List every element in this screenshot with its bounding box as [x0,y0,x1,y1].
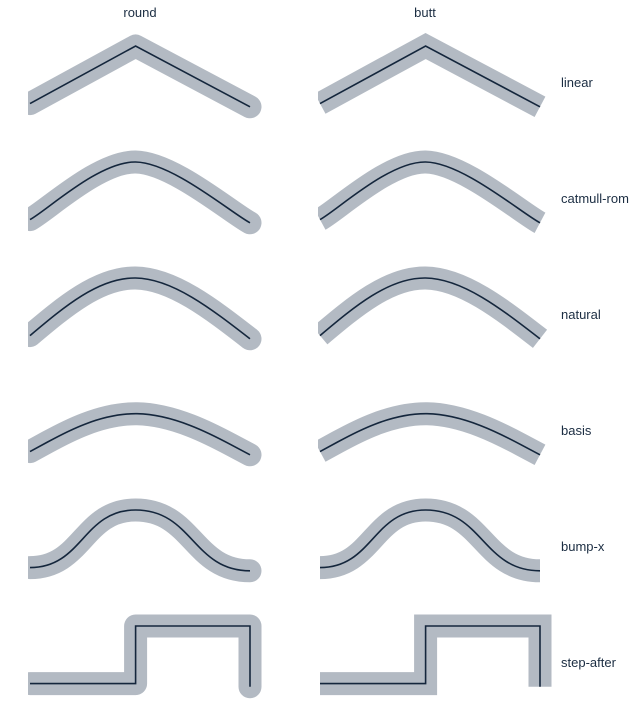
row-label-step-after: step-after [561,654,616,670]
column-label-butt: butt [414,5,436,20]
curve-row-linear: linear [0,24,640,140]
center-line-stroke [319,277,541,340]
curve-plot-natural-round [28,266,262,351]
column-label-round: round [123,5,157,20]
curve-cell-natural-butt [300,256,560,372]
curve-grid: linear catmull-rom natural basis bump-x step-… [0,24,640,720]
row-label-basis: basis [561,422,592,438]
column-header-spacer [560,5,640,24]
curve-cell-bump-x-butt [300,488,560,604]
center-line-stroke [29,509,251,572]
column-header-butt: butt [300,5,560,24]
column-header-round: round [0,5,300,24]
row-label-linear: linear [561,74,593,90]
center-line-stroke [29,412,251,456]
curve-row-bump-x: bump-x [0,488,640,604]
center-line-stroke [319,412,541,456]
row-label-bump-x: bump-x [561,538,605,554]
band-stroke [320,614,552,696]
curve-plot-catmull-rom-butt [318,150,546,233]
curve-plot-bump-x-round [28,498,262,583]
row-label-natural: natural [561,306,601,322]
curve-plot-step-after-butt [320,614,552,696]
band-stroke [28,150,262,235]
center-line-stroke [29,45,251,108]
curve-plot-linear-round [28,34,262,119]
curve-row-step-after: step-after [0,604,640,720]
curve-plot-natural-butt [318,266,548,348]
band-stroke [318,150,546,233]
curve-cell-basis-round [0,372,300,488]
band-stroke [318,32,546,117]
curve-cell-step-after-butt [300,604,560,720]
center-line-stroke [29,277,251,340]
center-line-stroke [29,161,251,224]
curve-cell-step-after-round [0,604,300,720]
curve-cell-linear-round [0,24,300,140]
curve-plot-linear-butt [318,32,546,117]
band-stroke [28,34,262,119]
curve-cell-linear-butt [300,24,560,140]
curve-cell-natural-round [0,256,300,372]
curve-plot-basis-round [28,402,262,467]
curve-row-basis: basis [0,372,640,488]
center-line-stroke [30,625,251,687]
center-line-stroke [319,161,541,224]
column-headers: round butt [0,0,640,24]
curve-cell-catmull-rom-butt [300,140,560,256]
curve-plot-basis-butt [318,402,546,465]
row-label-catmull-rom: catmull-rom [561,190,629,206]
curve-plot-step-after-round [28,614,262,699]
curve-plot-bump-x-butt [319,498,541,583]
curve-cell-catmull-rom-round [0,140,300,256]
curve-row-catmull-rom: catmull-rom [0,140,640,256]
curve-cell-basis-butt [300,372,560,488]
curve-plot-catmull-rom-round [28,150,262,235]
curve-row-natural: natural [0,256,640,372]
center-line-stroke [320,625,541,687]
band-stroke [28,614,262,699]
curve-cell-bump-x-round [0,488,300,604]
center-line-stroke [319,45,541,108]
center-line-stroke [319,509,541,572]
